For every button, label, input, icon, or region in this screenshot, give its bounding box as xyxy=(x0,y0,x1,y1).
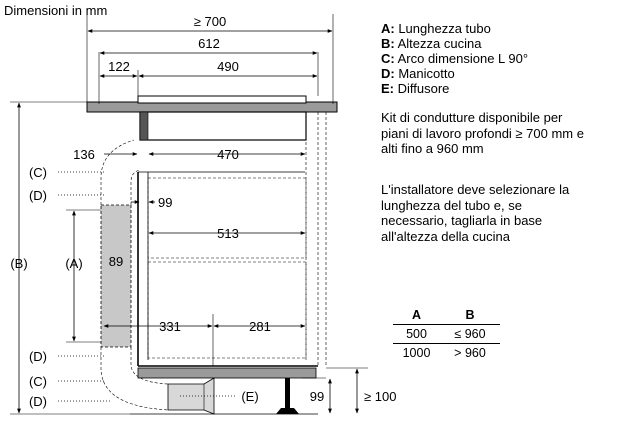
dimension-lines xyxy=(17,29,359,414)
dim-122: 122 xyxy=(108,59,130,74)
callout-c-bottom: (C) xyxy=(29,374,47,389)
callout-d-mid: (D) xyxy=(29,349,47,364)
legend: A: Lunghezza tubo B: Altezza cucina C: A… xyxy=(381,21,528,96)
dim-281: 281 xyxy=(249,319,271,334)
cooktop-body xyxy=(139,111,307,141)
callout-b: (B) xyxy=(10,256,27,271)
dim-700: ≥ 700 xyxy=(194,14,226,29)
table-row: 1000 > 960 xyxy=(402,346,486,360)
dim-612: 612 xyxy=(198,36,220,51)
callout-c-top: (C) xyxy=(29,165,47,180)
dim-331: 331 xyxy=(159,319,181,334)
dimension-labels: ≥ 700 612 122 490 136 470 99 513 89 331 … xyxy=(73,14,396,404)
legend-item: C: Arco dimensione L 90° xyxy=(381,51,529,66)
table-header-a: A xyxy=(393,306,440,325)
countertop xyxy=(86,95,338,113)
dim-470: 470 xyxy=(217,147,239,162)
dim-100: ≥ 100 xyxy=(364,389,396,404)
legend-item: E: Diffusore xyxy=(381,81,450,96)
callout-d-top: (D) xyxy=(29,188,47,203)
plinth-diffuser xyxy=(130,367,318,415)
callout-a: (A) xyxy=(65,256,82,271)
installer-note: L'installatore deve selezionare la lungh… xyxy=(381,182,570,244)
dim-490: 490 xyxy=(217,59,239,74)
legend-item: B: Altezza cucina xyxy=(381,36,482,51)
extension-lines xyxy=(10,14,368,415)
callout-e: (E) xyxy=(241,389,258,404)
kitchen-cabinet xyxy=(137,112,327,367)
callout-labels: (C) (D) (A) (B) (D) (C) (D) (E) xyxy=(10,165,258,409)
legend-item: A: Lunghezza tubo xyxy=(381,21,491,36)
dim-99-top: 99 xyxy=(158,195,172,210)
page-title: Dimensioni in mm xyxy=(4,3,108,18)
table-header-b: B xyxy=(440,306,500,325)
dim-136: 136 xyxy=(73,147,95,162)
dim-89: 89 xyxy=(109,254,123,269)
dim-99-bottom: 99 xyxy=(310,389,324,404)
callout-d-bottom: (D) xyxy=(29,394,47,409)
length-height-table: A B 500 ≤ 960 1000 > 960 xyxy=(393,306,500,362)
kit-note: Kit di condutture disponibile per piani … xyxy=(381,110,584,156)
callout-leaders xyxy=(58,171,236,402)
dim-513: 513 xyxy=(217,226,239,241)
legend-item: D: Manicotto xyxy=(381,66,455,81)
table-row: 500 ≤ 960 xyxy=(393,324,500,344)
